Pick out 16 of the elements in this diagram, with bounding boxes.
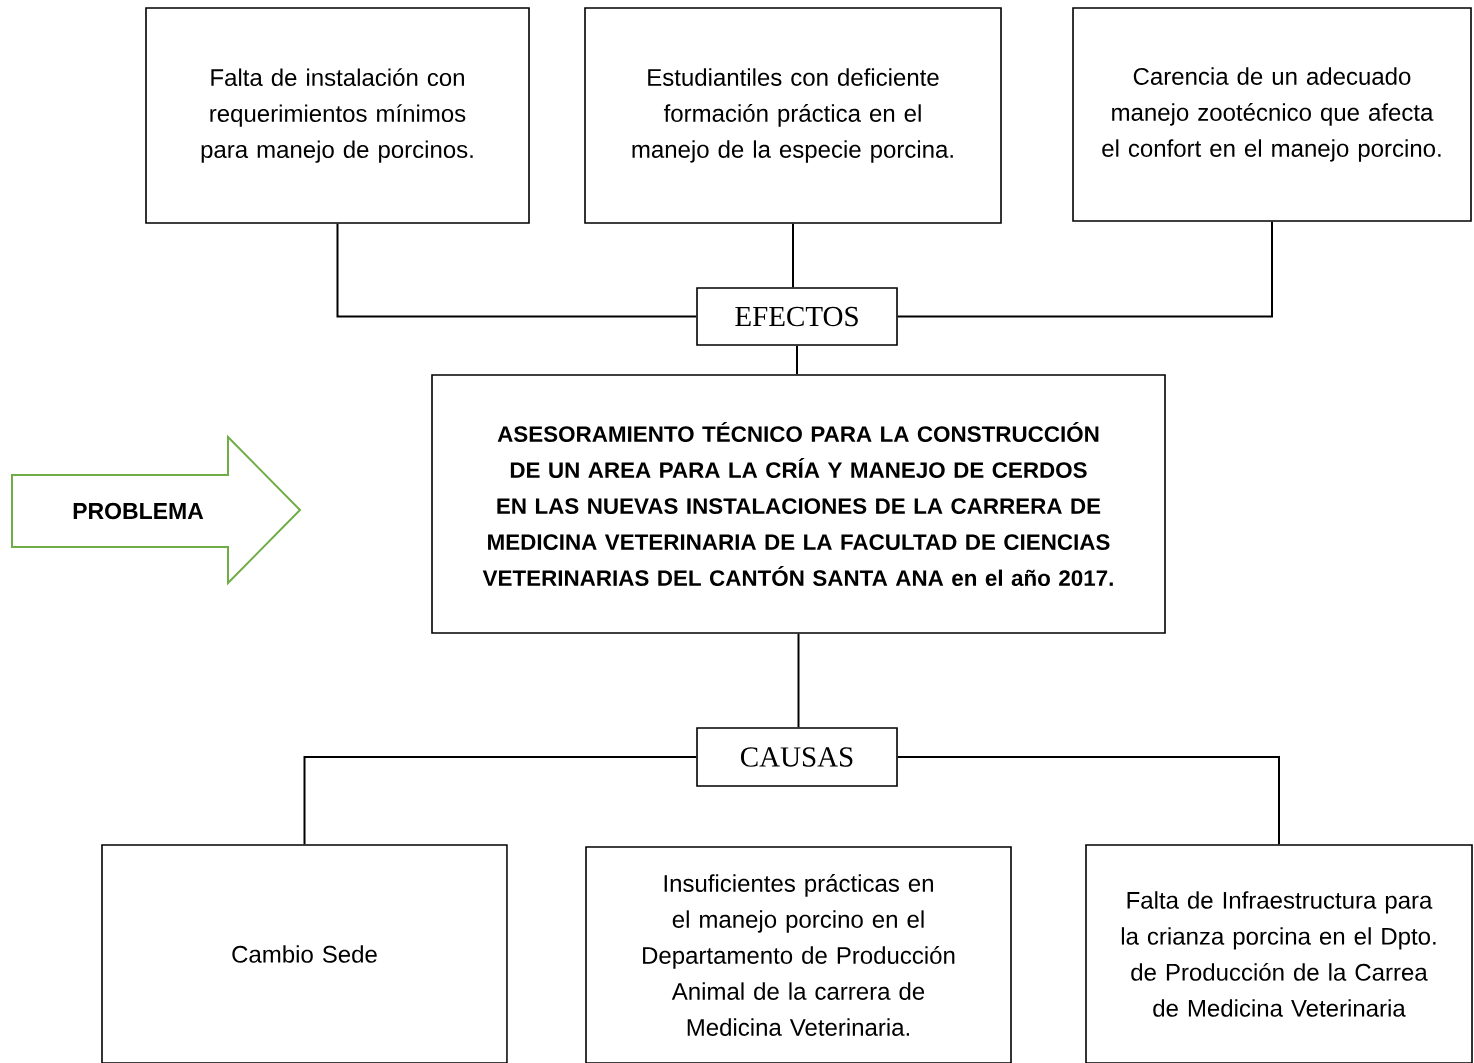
connector-line xyxy=(896,220,1273,318)
effect-box: Estudiantiles con deficiente formación práctica en el manejo de la especie porcina. xyxy=(584,7,1002,224)
connector-line xyxy=(303,756,698,846)
connector-line xyxy=(797,632,800,729)
cause-box: Falta de Infraestructura para la crianza porcina en el Dpto. de Producción de la Carrea de Medicina Veterinaria xyxy=(1085,844,1473,1063)
cause-box: Cambio Sede xyxy=(101,844,508,1063)
problem-box: ASESORAMIENTO TÉCNICO PARA LA CONSTRUCCIÓN DE UN AREA PARA LA CRÍA Y MANEJO DE CERDOS EN LAS NUEVAS INSTALACIONES DE LA CARRERA DE MEDICINA VETERINARIA DE LA FACULTAD DE CIENCIAS VETERINARIAS DEL CANTÓN SANTA ANA en el año 2017. xyxy=(431,374,1166,634)
connector-line xyxy=(792,222,794,289)
effect-box: Falta de instalación con requerimientos mínimos para manejo de porcinos. xyxy=(145,7,530,224)
connector-line xyxy=(796,344,798,376)
effect-box: Carencia de un adecuado manejo zootécnico que afecta el confort en el manejo porcino. xyxy=(1072,7,1472,222)
connector-line xyxy=(896,756,1280,846)
heading-box: CAUSAS xyxy=(696,727,898,787)
heading-box: EFECTOS xyxy=(696,287,898,346)
connector-line xyxy=(336,222,698,318)
cause-box: Insuficientes prácticas en el manejo porcino en el Departamento de Producción Animal de la carrera de Medicina Veterinaria. xyxy=(585,846,1012,1063)
